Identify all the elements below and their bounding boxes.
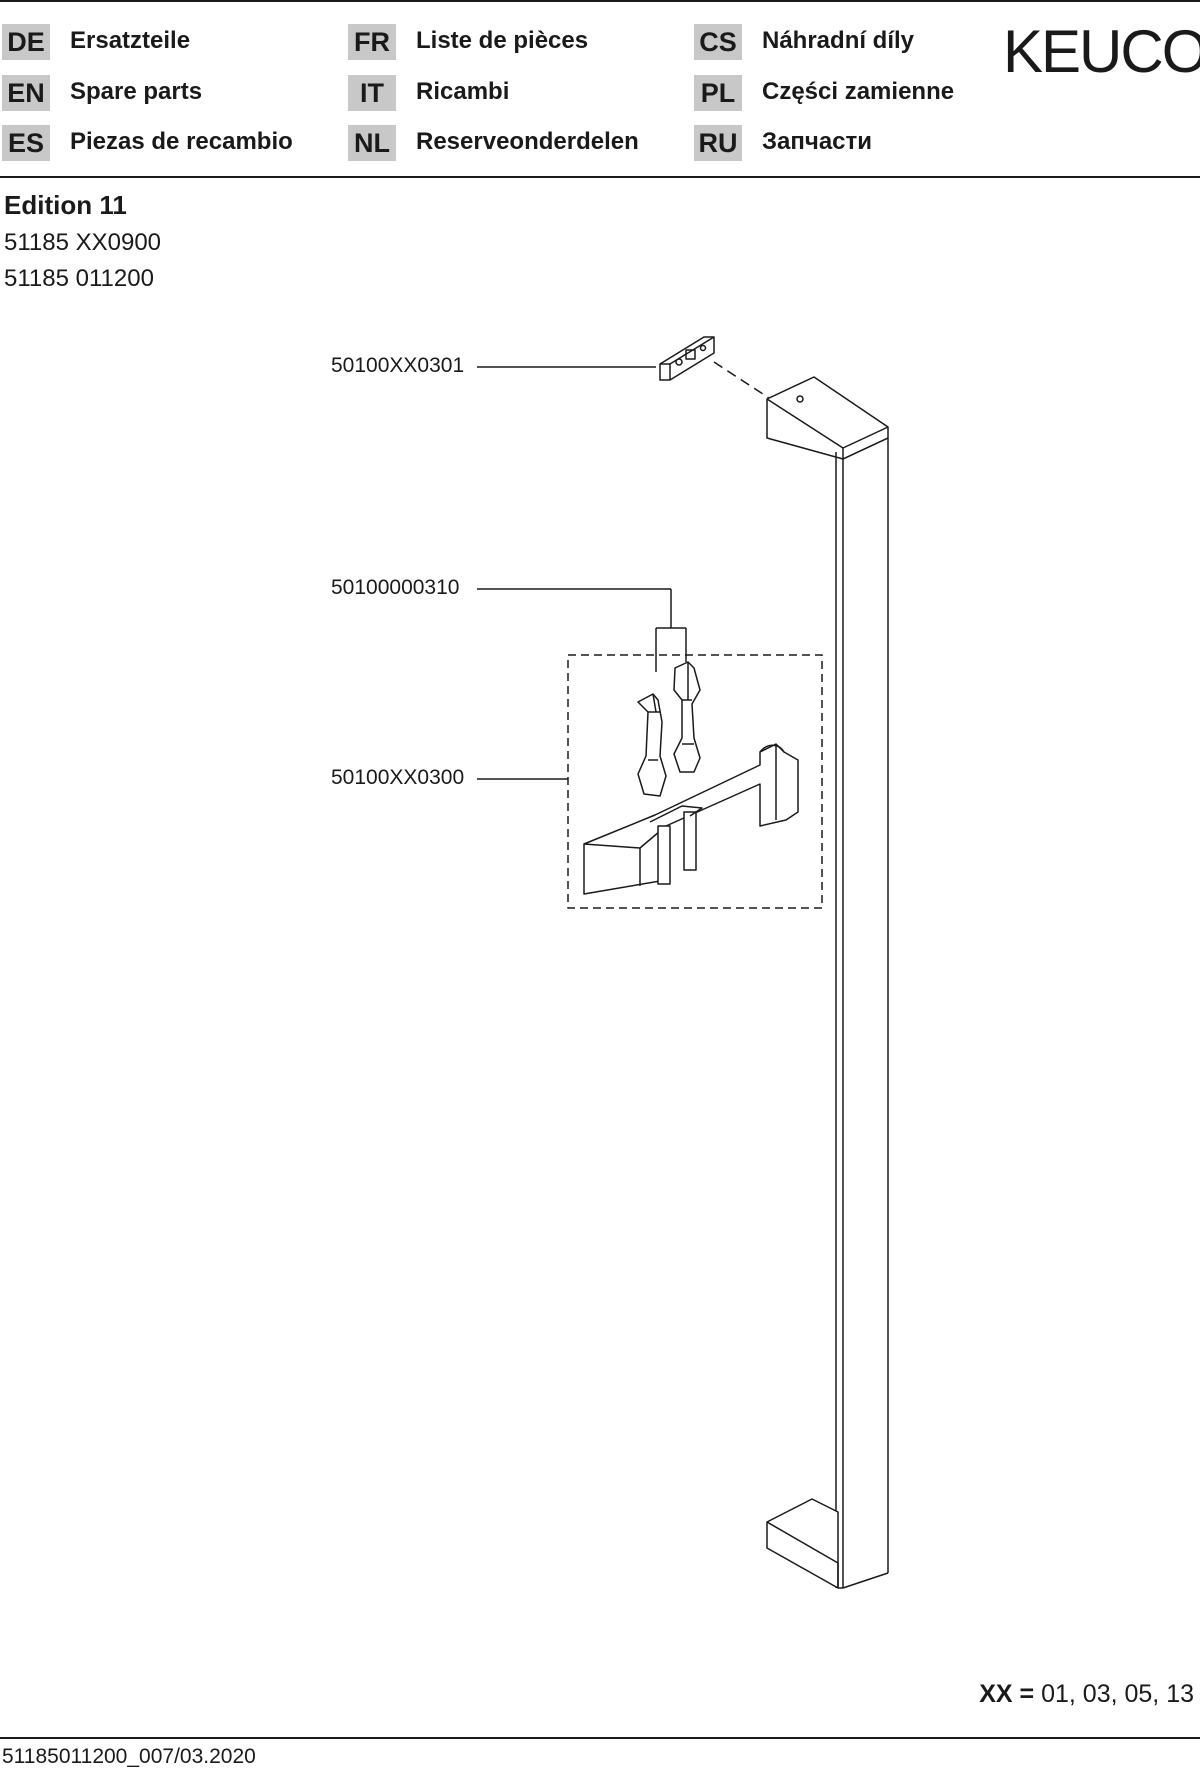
lang-label: Części zamienne: [762, 78, 955, 105]
clip-part-left: [637, 693, 667, 797]
part-label-holder: 50100XX0300: [331, 766, 465, 789]
footer-rule: [0, 1737, 1200, 1739]
lang-label: Piezas de recambio: [70, 128, 293, 155]
lang-code: RU: [694, 125, 742, 161]
rail-part: [766, 376, 889, 1589]
keuco-logo: KEUCO: [1003, 18, 1200, 85]
legend-key: XX =: [979, 1680, 1035, 1708]
lang-code: IT: [348, 75, 396, 111]
legend-values: 01, 03, 05, 13: [1041, 1680, 1194, 1708]
lang-label: Ersatzteile: [70, 27, 191, 54]
part-label-clips: 50100000310: [331, 576, 460, 599]
lang-code: PL: [694, 75, 742, 111]
holder-part: [583, 743, 799, 895]
product-title: Edition 11: [4, 190, 127, 220]
part-label-backplate: 50100XX0301: [331, 354, 465, 377]
variant-legend: XX = 01, 03, 05, 13: [979, 1680, 1194, 1709]
assembly-dash: [713, 361, 773, 401]
header-rule: [0, 176, 1200, 178]
lang-code: DE: [2, 24, 50, 60]
lang-label: Náhradní díly: [762, 27, 915, 54]
lang-code: FR: [348, 24, 396, 60]
clip-part-right: [673, 661, 701, 773]
product-number: 51185 011200: [4, 265, 154, 292]
lang-code: EN: [2, 75, 50, 111]
lang-code: NL: [348, 125, 396, 161]
lang-label: Запчасти: [762, 128, 873, 155]
product-number: 51185 XX0900: [4, 229, 162, 256]
assembly-group-box: [567, 654, 823, 909]
lang-code: ES: [2, 125, 50, 161]
lang-label: Reserveonderdelen: [416, 128, 639, 155]
backplate-part: [659, 336, 715, 381]
lang-label: Spare parts: [70, 78, 203, 105]
top-rule: [0, 0, 1200, 2]
lang-label: Ricambi: [416, 78, 510, 105]
lang-label: Liste de pièces: [416, 27, 589, 54]
lang-code: CS: [694, 24, 742, 60]
document-reference: 51185011200_007/03.2020: [2, 1745, 256, 1768]
